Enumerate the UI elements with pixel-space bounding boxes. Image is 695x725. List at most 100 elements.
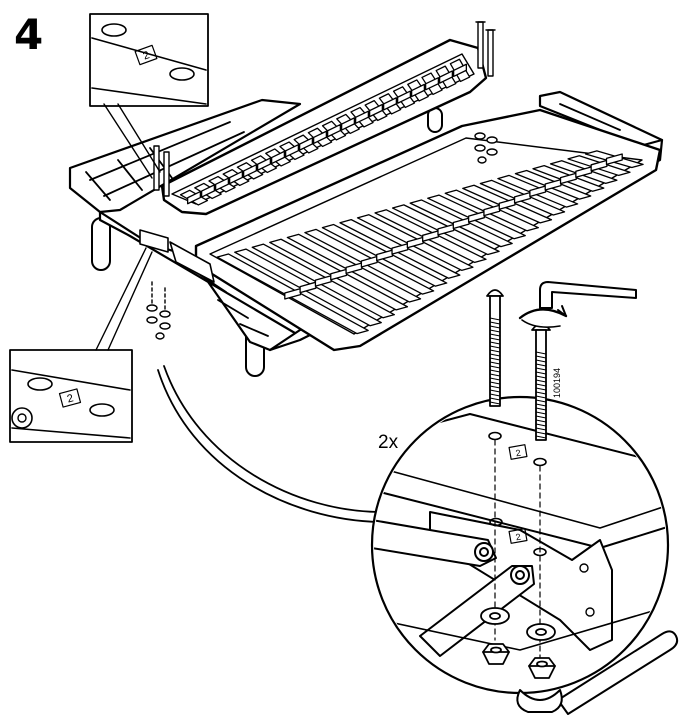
bolt-thread	[489, 389, 501, 393]
bolt-left-pair	[153, 145, 170, 197]
bolt-thread	[535, 407, 547, 411]
callout-curve	[157, 369, 381, 523]
slat-clip	[410, 83, 426, 98]
bolt-thread	[535, 435, 547, 439]
slat-clip	[513, 191, 531, 204]
inset-bottom-marker: 2	[66, 392, 75, 405]
leader-line-top	[103, 103, 153, 179]
slat-clip	[605, 153, 623, 166]
slat-clip	[424, 77, 440, 91]
slat-clip	[544, 178, 562, 191]
back-slats	[179, 58, 471, 206]
bolt-thread	[535, 431, 547, 435]
slat-clip	[284, 287, 302, 300]
detail-circle: 2 2	[157, 281, 679, 715]
bolt-thread	[535, 363, 547, 367]
bolt-thread	[489, 329, 501, 333]
bolt-thread	[489, 385, 501, 389]
detail-inset-bottom: 2	[9, 247, 153, 443]
base-frame-back-rail	[538, 90, 664, 148]
part-code: 100194	[552, 367, 562, 398]
slat-clip	[438, 70, 454, 84]
washers-and-nuts	[480, 607, 556, 679]
slat-clip	[483, 204, 501, 217]
slat-clip	[406, 236, 424, 249]
slat-clip	[200, 184, 216, 198]
bolt-thread	[489, 397, 501, 401]
slat-clip	[422, 230, 440, 242]
slat-clip	[186, 190, 202, 205]
bolt-thread	[535, 375, 547, 379]
hole-right	[89, 403, 115, 417]
bolt-thread	[535, 383, 547, 387]
bolt-thread	[535, 391, 547, 395]
bolt-thread	[489, 321, 501, 325]
washer-nut-stack-right	[474, 132, 498, 164]
slat-clip	[529, 185, 547, 198]
bolt-thread	[489, 373, 501, 377]
slat-clip	[314, 275, 332, 287]
bolt-thread	[489, 365, 501, 369]
bolt-thread	[535, 423, 547, 427]
bolt-thread	[489, 345, 501, 349]
bolt-thread	[489, 357, 501, 361]
slat-clip	[376, 249, 394, 262]
slat-clip	[284, 144, 300, 158]
slat-clip	[214, 177, 230, 191]
hole-left	[27, 377, 53, 391]
bolt-thread	[535, 419, 547, 423]
slat-clip	[345, 262, 363, 275]
bolt-thread	[489, 349, 501, 353]
front-slats	[216, 150, 644, 335]
circle-marker-lower: 2	[515, 532, 522, 543]
slat-clip	[228, 170, 244, 185]
detail-inset-top: 2	[89, 13, 209, 179]
slat-clip	[467, 211, 485, 223]
link-arm-right	[419, 565, 535, 657]
slat-clip	[452, 217, 470, 230]
slat-clip	[326, 123, 342, 138]
slat-clip	[559, 172, 577, 185]
bolt-thread	[535, 415, 547, 419]
bolt-thread	[535, 387, 547, 391]
frame-bolts	[139, 21, 498, 340]
step-number: 4	[14, 10, 44, 59]
bolt-thread	[489, 401, 501, 405]
bolt-thread	[535, 359, 547, 363]
bolt-thread	[489, 325, 501, 329]
bolt-thread	[535, 351, 547, 355]
slat-clip	[437, 223, 455, 236]
bolt-thread	[489, 381, 501, 385]
slat-clip	[299, 281, 317, 294]
slat-clip	[270, 150, 286, 165]
inset-top-marker: 2	[141, 49, 151, 62]
link-arm-left	[374, 519, 497, 567]
bolt-thread	[489, 393, 501, 397]
bolt-thread	[535, 395, 547, 399]
bolt-threads	[489, 317, 547, 439]
slat-clip	[368, 103, 384, 118]
bolt-thread	[535, 371, 547, 375]
bed-frame	[68, 21, 664, 377]
slat-clip	[382, 97, 398, 111]
hole-right	[169, 67, 195, 81]
bolt-thread	[535, 379, 547, 383]
wrench-icon	[516, 630, 679, 715]
bolt-thread	[489, 337, 501, 341]
slat-clip	[330, 268, 348, 281]
allen-key-icon	[518, 281, 637, 328]
bolt-thread	[535, 399, 547, 403]
front-slat-section	[194, 108, 662, 352]
leg-front-left	[91, 217, 111, 271]
slat-clip	[575, 166, 593, 178]
slat-clip	[396, 90, 412, 104]
slat-clip	[256, 157, 272, 171]
bolt-thread	[489, 341, 501, 345]
bolt-thread	[535, 355, 547, 359]
circle-marker-upper: 2	[515, 448, 522, 459]
bolt-thread	[489, 361, 501, 365]
slat-clip	[452, 63, 468, 78]
quantity-label: 2x	[378, 432, 399, 453]
bolt-left	[486, 289, 504, 407]
